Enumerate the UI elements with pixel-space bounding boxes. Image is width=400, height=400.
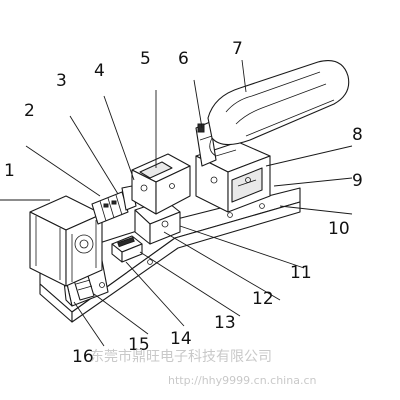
callout-16: 16 bbox=[72, 347, 94, 367]
shaft-coupling bbox=[91, 185, 137, 225]
stepper-motor bbox=[29, 195, 103, 287]
clamp-block bbox=[131, 153, 191, 215]
callout-15: 15 bbox=[128, 335, 150, 355]
leader-lines bbox=[0, 59, 353, 347]
callout-3: 3 bbox=[56, 71, 67, 91]
callout-10: 10 bbox=[328, 219, 350, 239]
support-stand bbox=[195, 141, 271, 213]
callout-11: 11 bbox=[290, 263, 312, 283]
callout-2: 2 bbox=[24, 101, 35, 121]
callout-1: 1 bbox=[4, 161, 15, 181]
callout-14: 14 bbox=[170, 329, 192, 349]
callout-8: 8 bbox=[352, 125, 363, 145]
callout-5: 5 bbox=[140, 49, 151, 69]
callout-12: 12 bbox=[252, 289, 274, 309]
callout-labels: 1 2 3 4 5 6 7 8 9 10 11 12 13 14 15 16 bbox=[4, 39, 363, 367]
callout-6: 6 bbox=[178, 49, 189, 69]
connector-module bbox=[111, 235, 143, 263]
watermark-url: http://hhy9999.cn.china.cn bbox=[168, 374, 316, 387]
watermark-company: 东莞市鼎旺电子科技有限公司 bbox=[90, 348, 272, 365]
press-pad bbox=[207, 60, 350, 157]
callout-9: 9 bbox=[352, 171, 363, 191]
callout-13: 13 bbox=[214, 313, 236, 333]
callout-4: 4 bbox=[94, 61, 105, 81]
callout-7: 7 bbox=[232, 39, 243, 59]
